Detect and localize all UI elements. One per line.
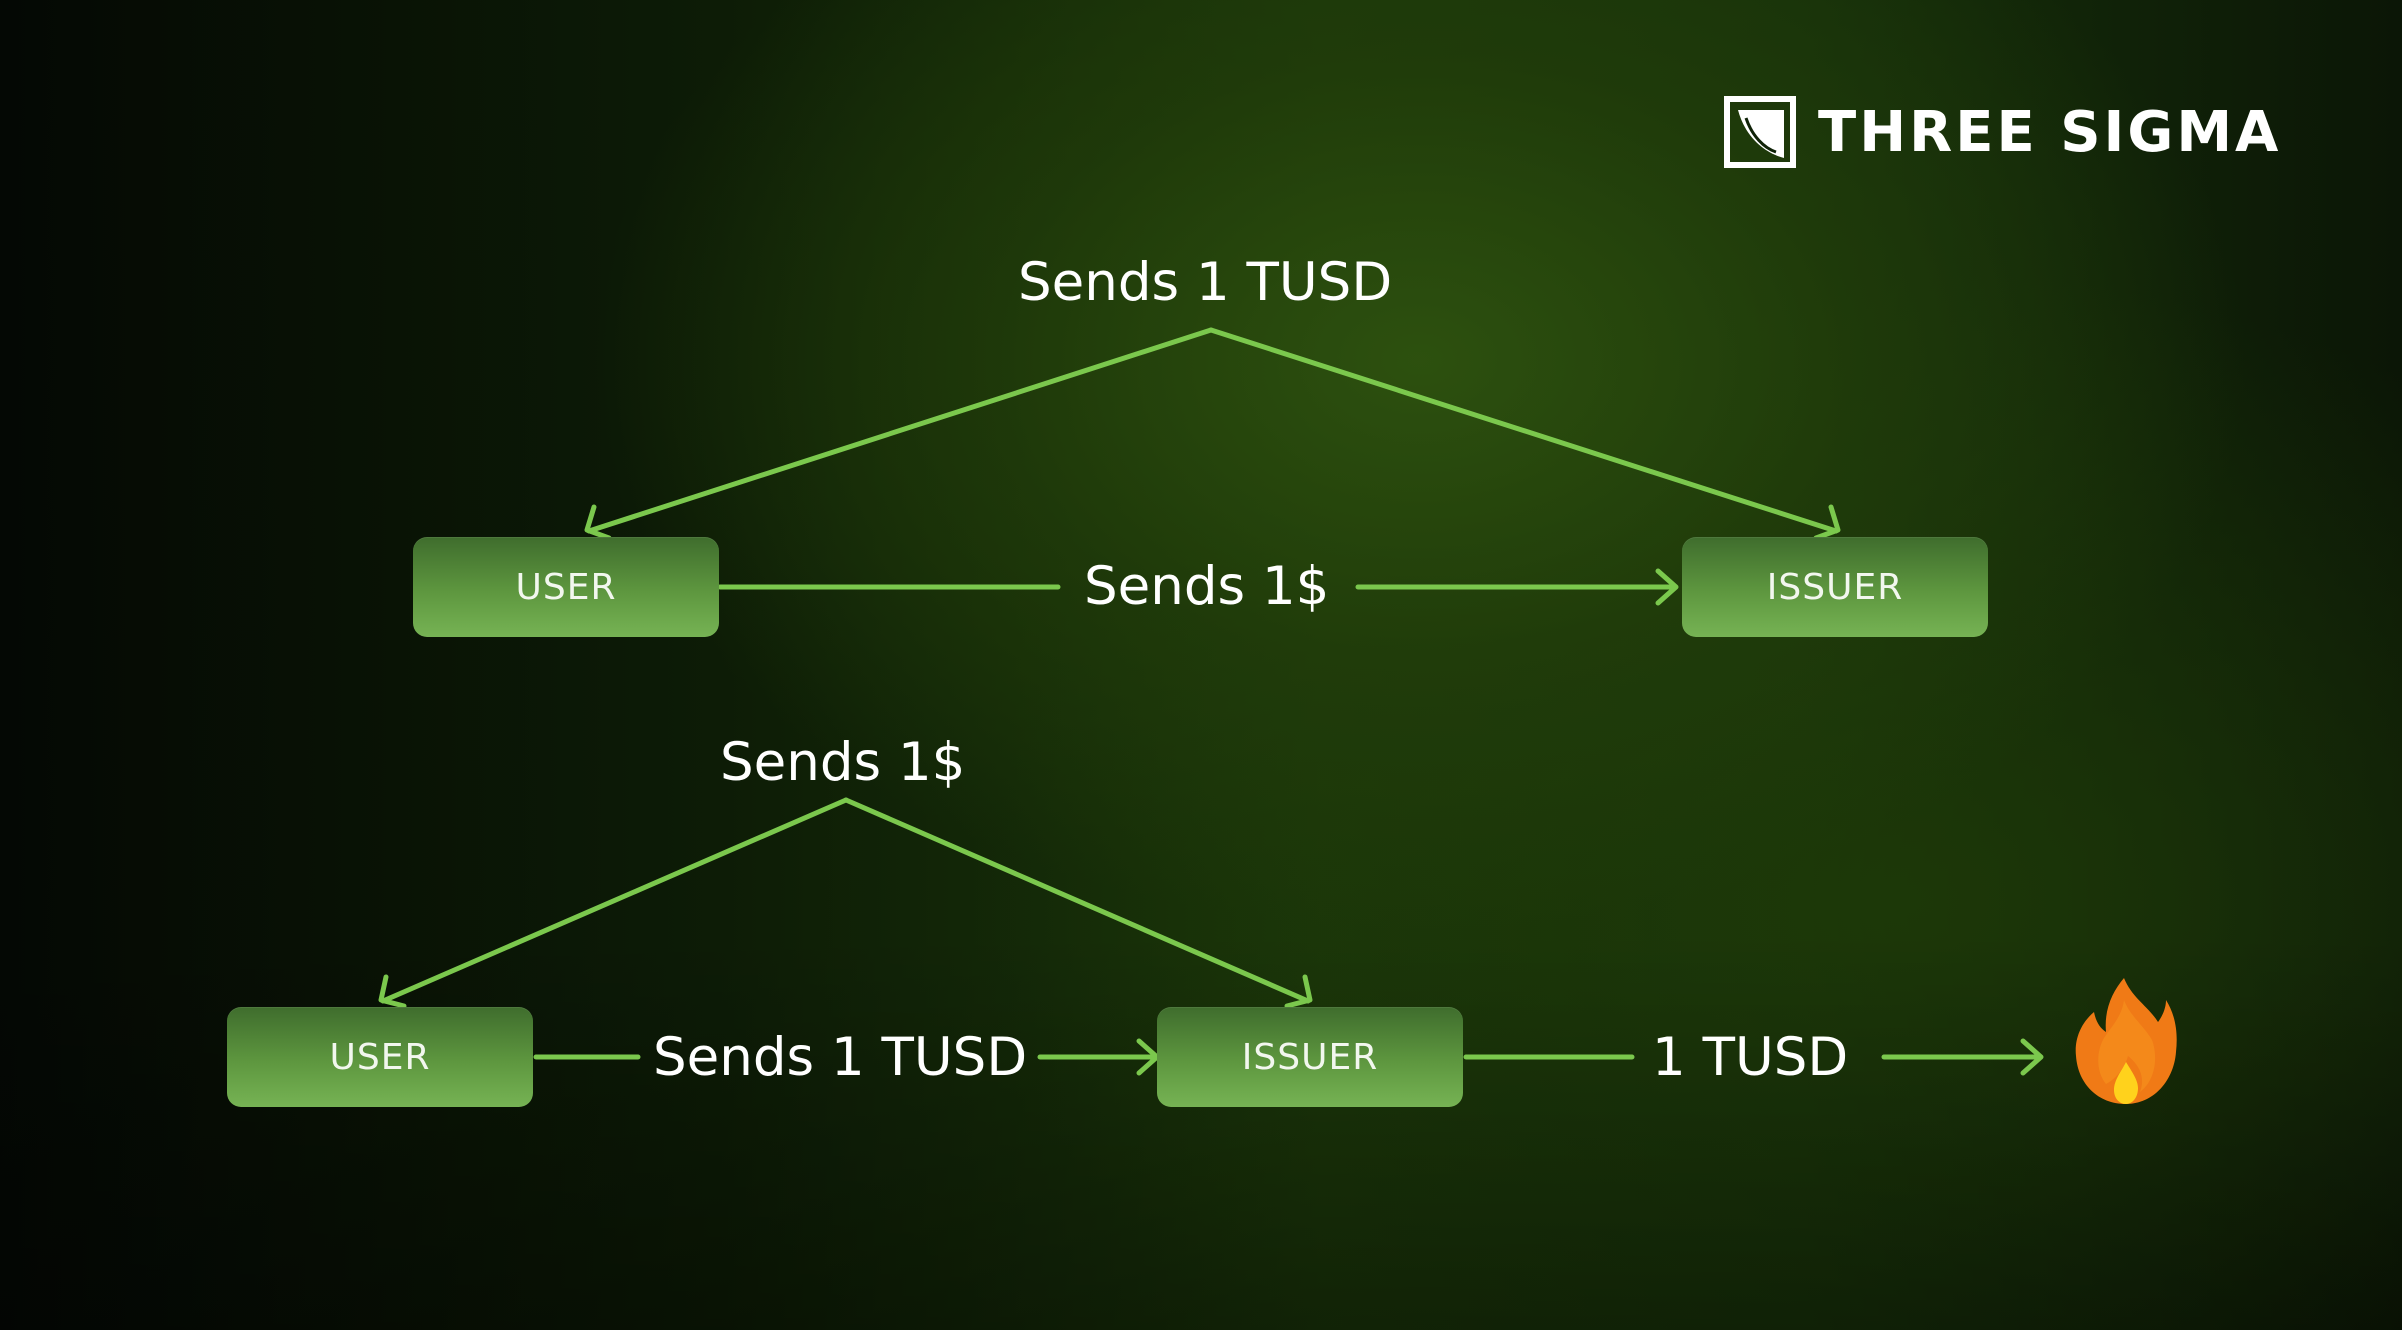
top-main-arrowhead xyxy=(1655,568,1679,606)
burn-amount-label: 1 TUSD xyxy=(1652,1027,1849,1088)
bottom-split-arrowhead-left xyxy=(378,974,407,1009)
top-main-arrow-label: Sends 1$ xyxy=(1084,556,1330,617)
bottom-user-node: USER xyxy=(227,1007,533,1107)
bottom-split-arrowhead-right xyxy=(1284,974,1313,1009)
three-sigma-logo: THREE SIGMA xyxy=(1724,94,2281,170)
bottom-issuer-label: ISSUER xyxy=(1241,1036,1379,1078)
bottom-split-label: Sends 1$ xyxy=(720,732,966,793)
bottom-issuer-node: ISSUER xyxy=(1157,1007,1463,1107)
top-user-node: USER xyxy=(413,537,719,637)
top-split-arrowhead-right xyxy=(1813,504,1841,541)
bottom-user-label: USER xyxy=(329,1036,431,1078)
bottom-split-line-left xyxy=(380,797,849,1004)
three-sigma-logo-mark xyxy=(1724,96,1796,168)
top-split-line-right xyxy=(1208,327,1839,534)
bottom-main-arrow-label: Sends 1 TUSD xyxy=(653,1027,1028,1088)
top-split-arrowhead-left xyxy=(584,504,612,541)
fire-icon xyxy=(2075,978,2177,1104)
top-issuer-node: ISSUER xyxy=(1682,537,1988,637)
top-user-label: USER xyxy=(515,566,617,608)
burn-arrowhead xyxy=(2020,1038,2044,1076)
brand-name: THREE SIGMA xyxy=(1818,99,2282,165)
top-split-line-left xyxy=(586,327,1214,534)
top-issuer-label: ISSUER xyxy=(1766,566,1904,608)
bottom-split-line-right xyxy=(843,797,1311,1004)
top-return-label: Sends 1 TUSD xyxy=(1018,252,1393,313)
